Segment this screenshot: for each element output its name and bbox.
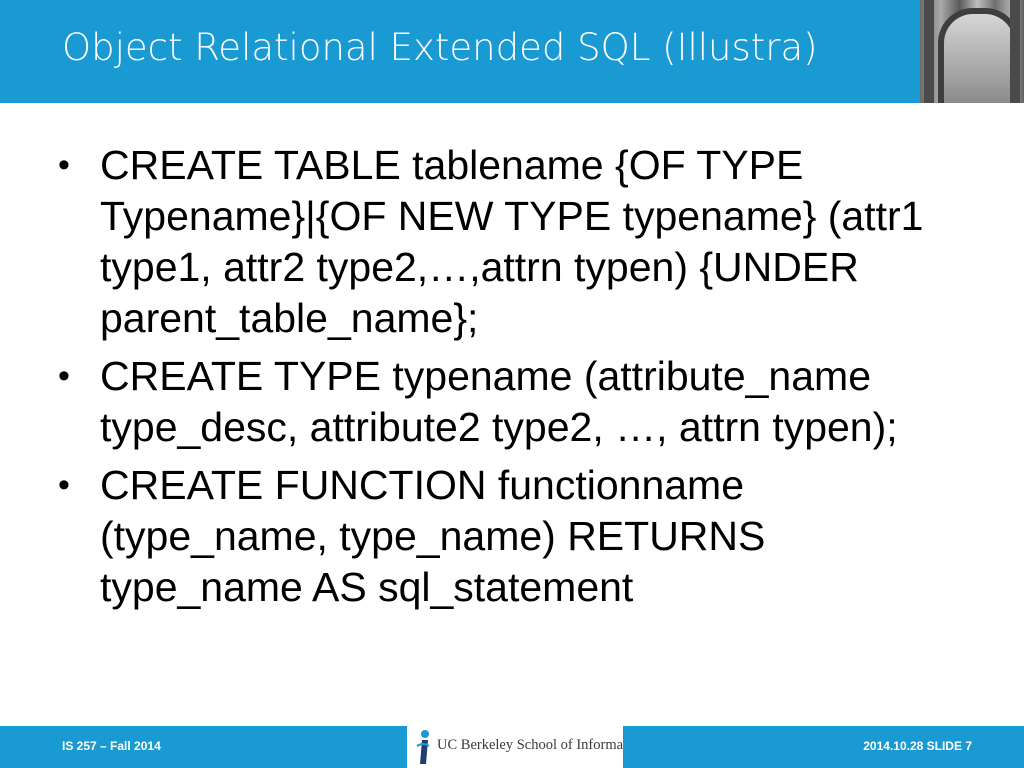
ischool-logo-mark-icon	[416, 730, 430, 764]
course-label: IS 257 – Fall 2014	[62, 739, 161, 753]
bullet-item: • CREATE TABLE tablename {OF TYPE Typena…	[58, 140, 978, 344]
bullet-list: • CREATE TABLE tablename {OF TYPE Typena…	[58, 140, 978, 620]
bullet-text: CREATE TYPE typename (attribute_name typ…	[100, 353, 898, 450]
footer-left-band: IS 257 – Fall 2014	[0, 726, 407, 768]
ischool-logo: UC Berkeley School of Information	[407, 726, 646, 768]
header-bar: Object Relational Extended SQL (Illustra…	[0, 0, 1024, 103]
footer-right-band: 2014.10.28 SLIDE 7	[623, 726, 1024, 768]
photo-arch	[938, 8, 1020, 103]
bullet-marker: •	[58, 146, 70, 184]
logo-wordmark: UC Berkeley School of Information	[437, 737, 646, 753]
photo-column	[924, 0, 934, 103]
bullet-item: • CREATE TYPE typename (attribute_name t…	[58, 351, 978, 453]
bullet-item: • CREATE FUNCTION functionname (type_nam…	[58, 460, 978, 613]
slide-title: Object Relational Extended SQL (Illustra…	[62, 26, 818, 69]
photo-column	[1010, 0, 1020, 103]
slide-number: 2014.10.28 SLIDE 7	[863, 739, 972, 753]
building-photo-image	[920, 0, 1024, 103]
bullet-text: CREATE TABLE tablename {OF TYPE Typename…	[100, 142, 924, 341]
bullet-text: CREATE FUNCTION functionname (type_name,…	[100, 462, 766, 610]
bullet-marker: •	[58, 466, 70, 504]
footer-bar: IS 257 – Fall 2014 UC Berkeley School of…	[0, 726, 1024, 768]
bullet-marker: •	[58, 357, 70, 395]
